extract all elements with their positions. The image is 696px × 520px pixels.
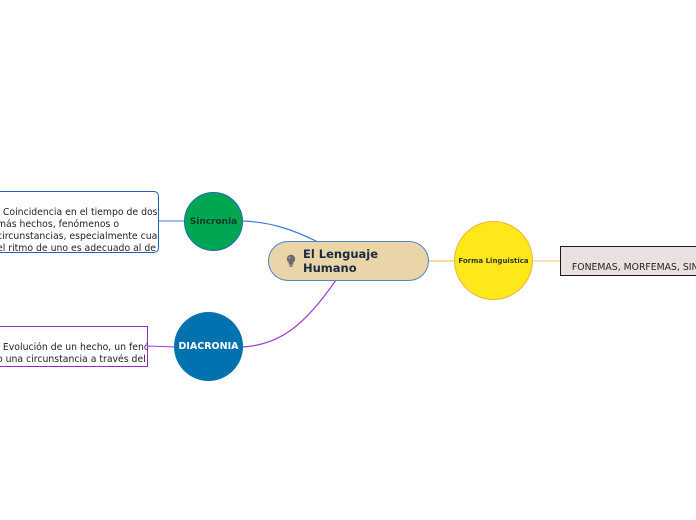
node-diacronia-label: DIACRONIA <box>178 341 239 352</box>
note-sincronia[interactable]: Coincidencia en el tiempo de dos o más h… <box>0 191 159 253</box>
note-diacronia-text: Evolución de un hecho, un fenómeno o una… <box>0 342 148 365</box>
central-topic-label: El Lenguaje Humano <box>303 247 379 275</box>
connector-diacronia-note <box>147 345 176 348</box>
note-forma-linguistica-text: FONEMAS, MORFEMAS, SINTAGMAS, ENUNCIADOS <box>566 262 696 275</box>
connector-central-sincronia <box>242 220 319 243</box>
connector-central-diacronia <box>241 279 337 348</box>
note-sincronia-text: Coincidencia en el tiempo de dos o más h… <box>0 207 158 253</box>
central-topic[interactable]: El Lenguaje Humano <box>268 241 429 281</box>
note-diacronia[interactable]: Evolución de un hecho, un fenómeno o una… <box>0 326 148 367</box>
note-forma-linguistica[interactable]: FONEMAS, MORFEMAS, SINTAGMAS, ENUNCIADOS <box>560 246 696 276</box>
node-sincronia[interactable]: Sincronia <box>184 192 243 251</box>
node-forma-linguistica[interactable]: Forma Linguistica <box>454 221 533 300</box>
node-forma-linguistica-label: Forma Linguistica <box>458 256 529 265</box>
lightbulb-icon <box>286 254 296 267</box>
node-diacronia[interactable]: DIACRONIA <box>174 312 243 381</box>
node-sincronia-label: Sincronia <box>189 216 238 227</box>
